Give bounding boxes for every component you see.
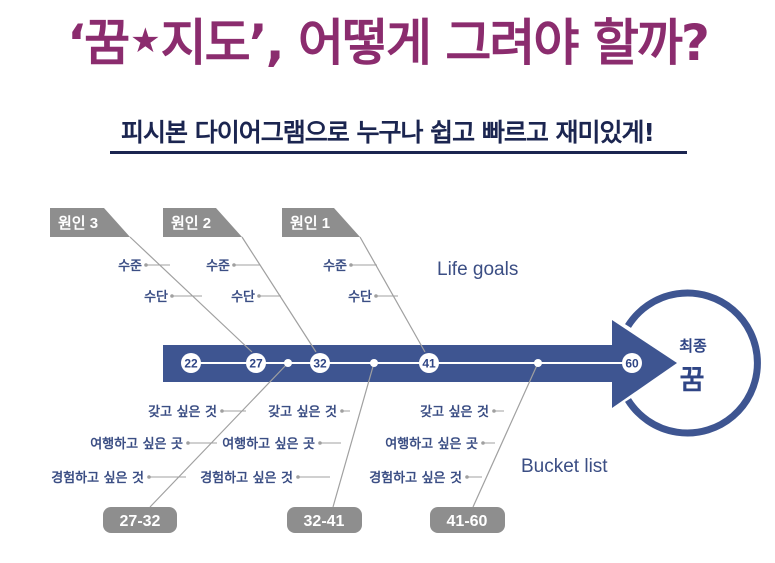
age-node-label: 27	[249, 357, 263, 371]
bottom-sub-dots	[147, 409, 496, 479]
period1-item-travel: 여행하고 싶은 곳	[90, 436, 183, 452]
age-node-27: 27	[246, 353, 266, 373]
branch2-item-means: 수단	[231, 289, 255, 305]
bottom-sub-connectors	[149, 410, 504, 478]
branch3-item-means: 수단	[144, 289, 168, 305]
period3-item-experience: 경험하고 싶은 것	[369, 470, 462, 486]
title-part2: 지도’, 어떻게 그려야 할까?	[160, 14, 710, 72]
life-goals-caption: Life goals	[437, 259, 518, 280]
period1-item-experience: 경험하고 싶은 것	[51, 470, 144, 486]
subtitle-underline	[110, 151, 687, 154]
age-node-label: 41	[422, 357, 436, 371]
period-pill-label: 32-41	[304, 513, 345, 530]
branch2-item-level: 수준	[206, 259, 230, 274]
top-bone-lines	[129, 236, 426, 353]
timeline-junction-dots	[284, 359, 542, 367]
period3-item-want: 갖고 싶은 것	[420, 404, 489, 420]
period-pill-27-32: 27-32	[103, 507, 177, 533]
branch3-item-level: 수준	[118, 259, 142, 274]
top-sub-connectors	[146, 264, 398, 297]
goal-circle	[625, 289, 761, 437]
top-sub-dots	[144, 263, 378, 298]
star-icon: ★	[130, 21, 161, 61]
cause-tab-label: 원인 1	[290, 214, 330, 232]
cause-tab-3: 원인 3	[50, 208, 130, 237]
goal-subtitle: 최종	[679, 337, 707, 355]
page-subtitle: 피시본 다이어그램으로 누구나 쉽고 빠르고 재미있게!	[121, 118, 655, 147]
bottom-bone-lines	[149, 362, 539, 508]
timeline-arrow-head	[612, 320, 677, 408]
period-pill-label: 41-60	[447, 513, 488, 530]
bucket-list-caption: Bucket list	[521, 456, 608, 477]
cause-tab-label: 원인 3	[58, 214, 98, 232]
age-node-label: 22	[184, 357, 198, 371]
age-node-22: 22	[181, 353, 201, 373]
cause-tab-label: 원인 2	[171, 214, 211, 232]
period-pill-label: 27-32	[120, 513, 161, 530]
branch1-item-means: 수단	[348, 289, 372, 305]
branch1-item-level: 수준	[323, 259, 347, 274]
age-node-label: 60	[625, 357, 639, 371]
period-pill-32-41: 32-41	[287, 507, 362, 533]
period2-item-travel: 여행하고 싶은 곳	[222, 436, 315, 452]
period1-item-want: 갖고 싶은 것	[148, 404, 217, 420]
period2-item-experience: 경험하고 싶은 것	[200, 470, 293, 486]
age-node-label: 32	[313, 357, 327, 371]
age-node-41: 41	[419, 353, 439, 373]
cause-tab-1: 원인 1	[282, 208, 360, 237]
cause-tab-2: 원인 2	[163, 208, 242, 237]
age-node-60: 60	[622, 353, 642, 373]
period3-item-travel: 여행하고 싶은 곳	[385, 436, 478, 452]
title-part1: ‘꿈	[67, 14, 130, 72]
period-pill-41-60: 41-60	[430, 507, 505, 533]
page-title: ‘꿈★지도’, 어떻게 그려야 할까?	[0, 6, 775, 78]
period2-item-want: 갖고 싶은 것	[268, 404, 337, 420]
age-node-32: 32	[310, 353, 330, 373]
goal-title: 꿈	[680, 365, 705, 396]
